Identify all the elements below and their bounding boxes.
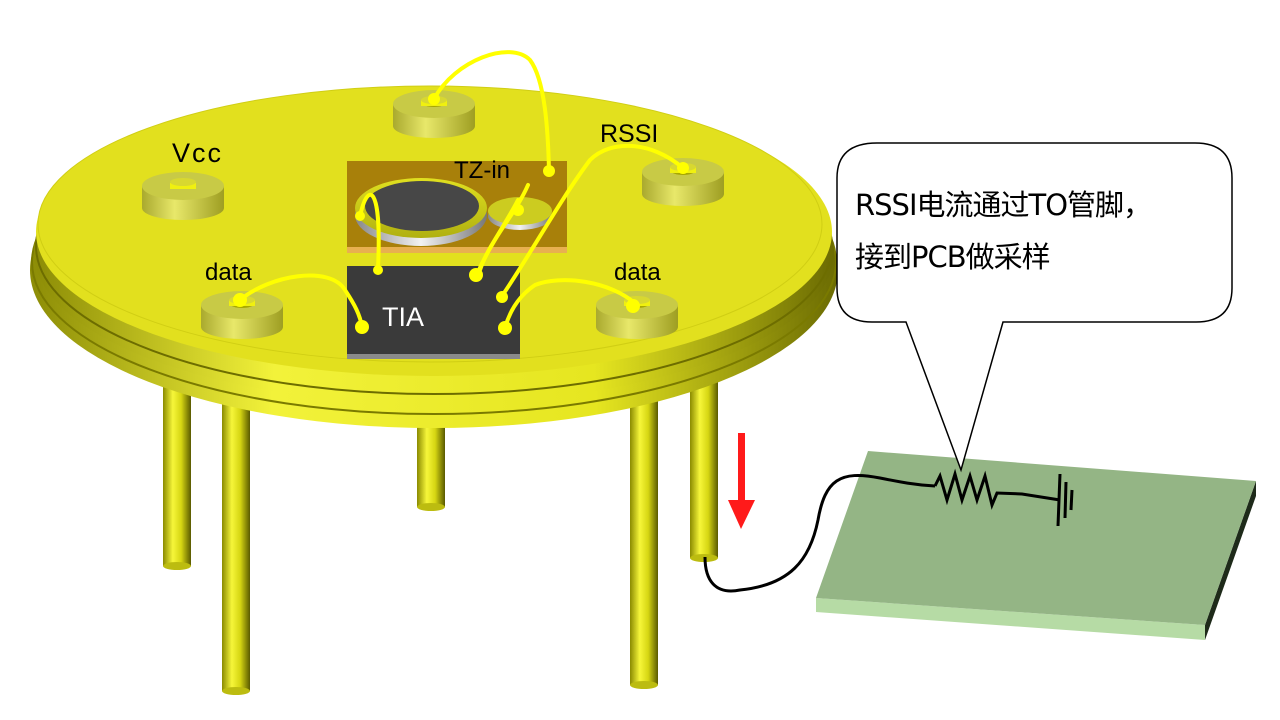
pad-data-right (596, 291, 678, 339)
wire-data-left (238, 273, 364, 329)
pad-vcc (142, 172, 224, 220)
callout-line-2: 接到PCB做采样 (855, 240, 1051, 274)
label-data-right: data (614, 259, 661, 286)
leg-end (222, 687, 250, 695)
pcb-edge-front (816, 598, 1205, 640)
bond-dots (233, 93, 689, 335)
leg-end (630, 681, 658, 689)
tia-chip (347, 266, 520, 359)
pcb-edge-right (1205, 481, 1256, 640)
callout-line-1: RSSI电流通过TO管脚， (855, 188, 1152, 222)
wire-data-right (503, 278, 639, 330)
photodiode-submount (347, 161, 567, 253)
label-data-left: data (205, 259, 252, 286)
leg-back-right (690, 380, 718, 558)
leg-end (417, 503, 445, 511)
leg-front-left (222, 395, 250, 691)
leg-front-right (630, 395, 658, 685)
leg-end (163, 562, 191, 570)
label-tz-in: TZ-in (454, 157, 510, 184)
label-rssi: RSSI (600, 120, 658, 148)
cable (703, 473, 936, 593)
pcb-board (816, 451, 1256, 640)
label-tia: TIA (382, 302, 424, 332)
callout-bubble (836, 142, 1233, 473)
wire-top-to-tzin (432, 50, 551, 172)
bond-wires (238, 50, 685, 330)
pin-legs (163, 380, 718, 695)
callout-text: RSSI电流通过TO管脚， 接到PCB做采样 (837, 143, 1231, 321)
resistor-symbol (933, 468, 1061, 510)
wire-tzin-to-tia (478, 183, 530, 272)
wire-pd-to-tia (358, 193, 381, 270)
label-vcc: Vcc (172, 138, 223, 168)
photodiode-active-area (365, 181, 479, 231)
wire-rssi-to-tia (500, 143, 685, 298)
current-arrow (728, 433, 755, 529)
pcb-top (816, 451, 1256, 625)
ground-symbol (1056, 473, 1074, 527)
leg-back-left (163, 380, 191, 566)
